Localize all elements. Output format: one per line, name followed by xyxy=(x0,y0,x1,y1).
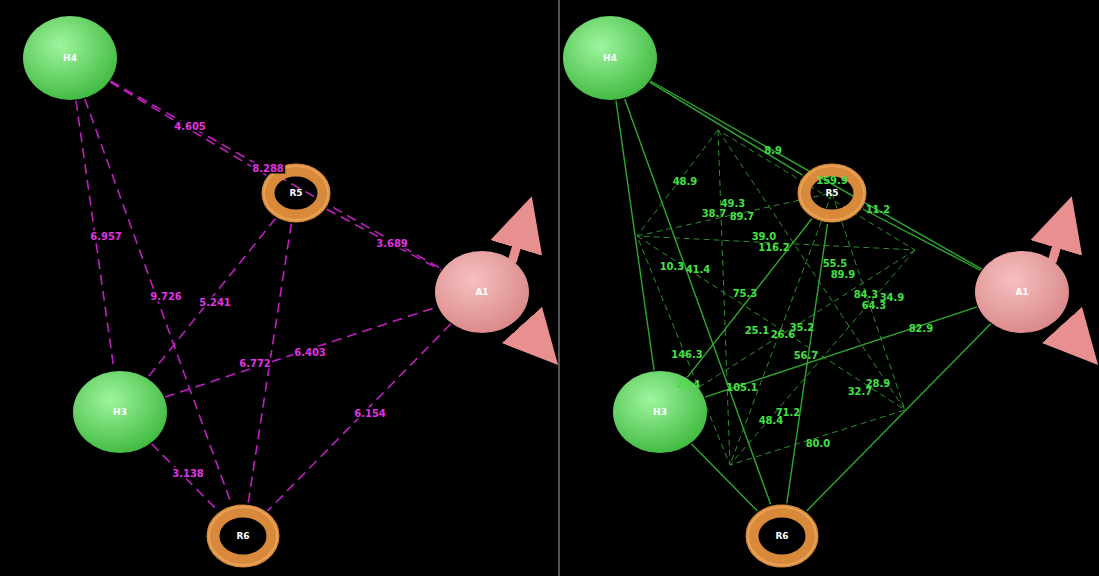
distance-label: 9.726 xyxy=(149,291,183,302)
angle-label: 41.4 xyxy=(685,264,712,275)
distance-label: 8.288 xyxy=(251,163,285,174)
panel-divider xyxy=(558,0,560,576)
angle-label: 64.3 xyxy=(861,300,888,311)
angle-label: 116.2 xyxy=(757,242,791,253)
sphere-node: A1 xyxy=(974,250,1070,334)
angle-label: 105.1 xyxy=(725,382,759,393)
angle-label: 82.9 xyxy=(908,323,935,334)
distance-label: 5.241 xyxy=(198,297,232,308)
angle-label: 35.2 xyxy=(789,322,816,333)
angle-line xyxy=(863,209,981,271)
distance-line xyxy=(165,307,437,397)
angle-label: 32.7 xyxy=(847,386,874,397)
angle-label: 80.0 xyxy=(805,438,832,449)
angle-label: 11.2 xyxy=(865,204,892,215)
distance-line xyxy=(110,82,267,175)
vector-arrows xyxy=(512,222,1080,345)
angle-line xyxy=(651,81,982,269)
sphere-node: H4 xyxy=(562,15,658,101)
feature-label: R5 xyxy=(289,188,302,198)
angle-line xyxy=(705,307,977,397)
distance-line xyxy=(111,81,442,269)
angle-label: 48.9 xyxy=(672,176,699,187)
feature-label: H4 xyxy=(603,53,617,63)
distance-line xyxy=(268,324,451,511)
angle-label: 25.1 xyxy=(744,325,771,336)
angle-label: 39.0 xyxy=(751,231,778,242)
feature-label: H3 xyxy=(113,407,127,417)
distance-line xyxy=(148,219,276,378)
feature-label: H3 xyxy=(653,407,667,417)
angle-label: 23.4 xyxy=(675,379,702,390)
angle-label: 8.9 xyxy=(763,145,783,156)
distance-line xyxy=(152,444,219,511)
feature-label: R5 xyxy=(825,188,838,198)
feature-label: H4 xyxy=(63,53,77,63)
angle-label: 55.5 xyxy=(822,258,849,269)
angle-label: 146.3 xyxy=(670,349,704,360)
feature-label: R6 xyxy=(775,531,788,541)
angle-label: 48.4 xyxy=(758,415,785,426)
ring-node: R6 xyxy=(744,503,820,569)
feature-label: R6 xyxy=(236,531,249,541)
sphere-node: A1 xyxy=(434,250,530,334)
angle-label: 38.7 xyxy=(701,208,728,219)
angle-label: 84.3 xyxy=(853,289,880,300)
distance-label: 6.772 xyxy=(238,358,272,369)
angle-label: 89.9 xyxy=(830,269,857,280)
feature-label: A1 xyxy=(475,287,488,297)
distance-label: 6.957 xyxy=(89,231,123,242)
ring-node: R6 xyxy=(205,503,281,569)
angle-line xyxy=(616,101,654,371)
distance-label: 6.403 xyxy=(293,347,327,358)
feature-label: A1 xyxy=(1015,287,1028,297)
angle-line xyxy=(687,219,812,378)
angle-line xyxy=(650,82,803,175)
distance-label: 3.138 xyxy=(171,468,205,479)
angle-label: 159.9 xyxy=(815,175,849,186)
angle-line xyxy=(807,324,991,511)
ring-node: R5 xyxy=(796,162,868,224)
angle-label: 89.7 xyxy=(729,211,756,222)
angle-label: 75.3 xyxy=(732,288,759,299)
distance-label: 4.605 xyxy=(173,121,207,132)
distance-label: 6.154 xyxy=(353,408,387,419)
angle-label: 56.7 xyxy=(793,350,820,361)
sphere-node: H4 xyxy=(22,15,118,101)
angle-label: 10.3 xyxy=(659,261,686,272)
distance-label: 3.689 xyxy=(375,238,409,249)
angle-line xyxy=(691,444,757,511)
angle-label: 49.3 xyxy=(720,198,747,209)
sphere-node: H3 xyxy=(72,370,168,454)
distance-line xyxy=(327,209,441,270)
